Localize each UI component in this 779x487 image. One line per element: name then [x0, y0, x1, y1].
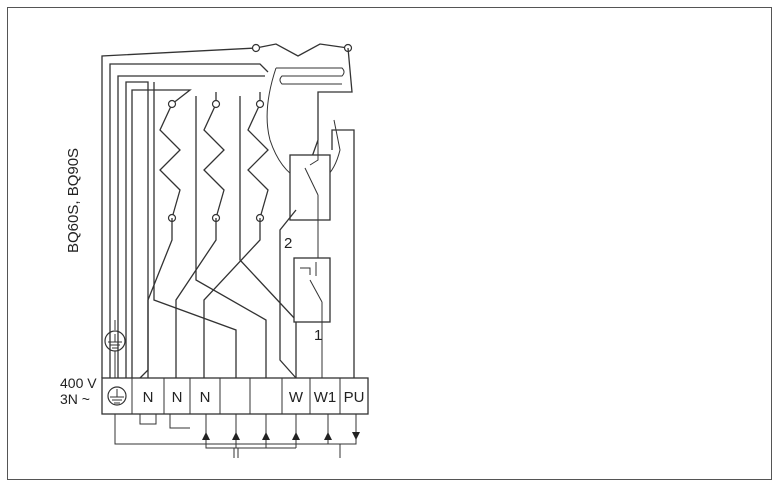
terminal-label: W1: [314, 389, 337, 406]
terminal-ground-icon: [107, 386, 127, 406]
wiring: [109, 63, 269, 379]
switch-label-bottom: 1: [314, 327, 322, 344]
terminal-label: W: [289, 389, 304, 406]
terminal-block: N N N W W1 PU: [101, 377, 369, 415]
heating-element-3: [203, 92, 269, 378]
return-wires: [153, 82, 297, 378]
supply-voltage: 400 V: [60, 375, 97, 391]
bottom-connections: [114, 414, 360, 458]
terminal-label: N: [200, 389, 211, 406]
heating-element-2: [175, 92, 225, 378]
terminal-label: PU: [344, 389, 365, 406]
terminal-label: N: [143, 389, 154, 406]
supply-phase: 3N ~: [60, 391, 90, 407]
top-element: [101, 43, 353, 378]
switch-bottom: [293, 225, 331, 378]
model-label: BQ60S, BQ90S: [65, 148, 82, 253]
control-wires: [279, 129, 355, 379]
switch-top: [289, 140, 331, 225]
heating-element-1: [147, 99, 181, 378]
terminal-label: N: [172, 389, 183, 406]
ground-icon: [104, 320, 126, 378]
switch-label-top: 2: [284, 235, 292, 252]
